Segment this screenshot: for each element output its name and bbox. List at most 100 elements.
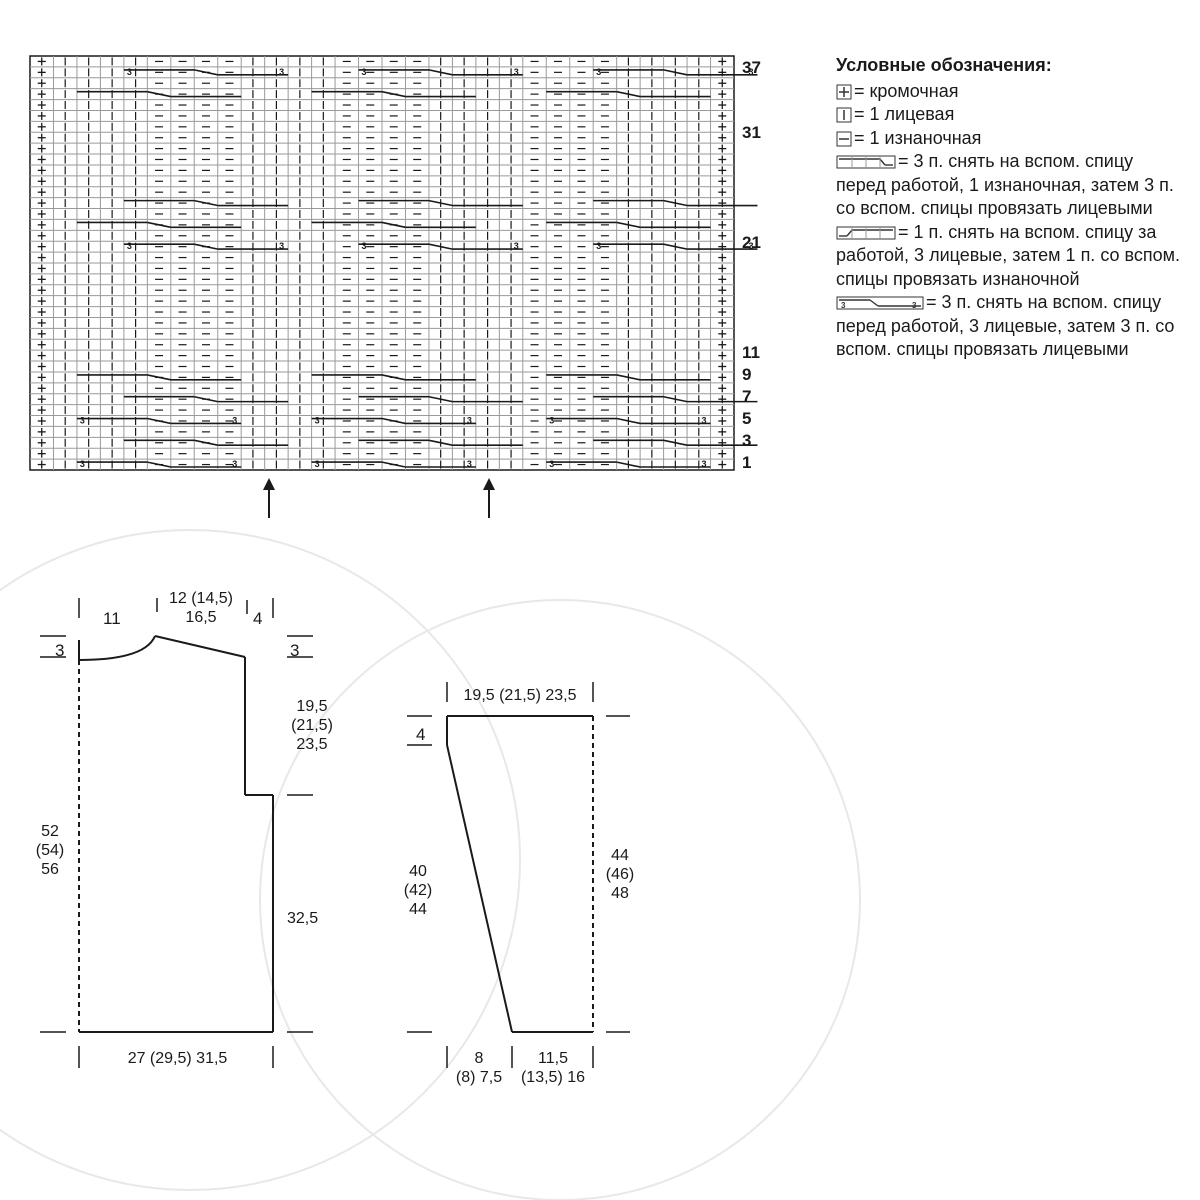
body-neck-drop-right-label: 3: [290, 641, 300, 660]
cable-count-label: 3: [514, 67, 519, 77]
cable-count-label: 3: [127, 241, 132, 251]
cable-line: [428, 199, 453, 207]
legend-item-purl: = 1 изнаночная: [836, 127, 1181, 151]
body-neck-width-1: 12 (14,5): [168, 590, 234, 607]
row-number-3: 3: [742, 431, 752, 450]
legend-text-purl: = 1 изнаночная: [854, 127, 982, 148]
sleeve-inner-length-label: 40 (42) 44: [396, 862, 440, 919]
body-armhole-2: (21,5): [291, 717, 333, 734]
cable-count-label: 3: [467, 415, 472, 425]
sleeve-bottom-left-label: 8 (8) 7,5: [443, 1049, 515, 1087]
legend-item-cable-1-3: = 1 п. снять на вспом. спицу за работой,…: [836, 221, 1181, 292]
sleeve-cap-label: 4: [416, 725, 426, 744]
cable-count-label: 3: [467, 459, 472, 469]
background-circle-right: [259, 599, 861, 1200]
cable-count-label: 3: [702, 415, 707, 425]
svg-text:3: 3: [912, 301, 917, 310]
sleeve-dimension-ticks: [407, 682, 630, 1068]
cable-count-label: 3: [232, 415, 237, 425]
sleeve-bottom-left-2: (8) 7,5: [455, 1069, 503, 1086]
row-number-5: 5: [742, 409, 752, 428]
legend-item-edge: = кромочная: [836, 80, 1181, 104]
svg-text:3: 3: [841, 301, 846, 310]
cable-count-label: 3: [514, 241, 519, 251]
cable-count-label: 3: [232, 459, 237, 469]
cable-count-label: 3: [549, 415, 554, 425]
sleeve-bottom-left-1: 8: [474, 1050, 484, 1067]
cable-line: [616, 461, 641, 468]
cable-line: [194, 69, 218, 76]
cable-count-label: 3: [549, 459, 554, 469]
sleeve-inner-3: 44: [409, 901, 427, 918]
cable-line: [663, 199, 688, 207]
sleeve-inner-1: 40: [409, 863, 427, 880]
cable-line: [194, 243, 218, 250]
legend-text-cable-1-3: = 1 п. снять на вспом. спицу за работой,…: [836, 221, 1181, 289]
cable-line: [147, 417, 171, 425]
sleeve-bottom-right-label: 11,5 (13,5) 16: [510, 1049, 596, 1087]
body-length-2: (54): [35, 842, 65, 859]
body-side-label: 32,5: [287, 910, 319, 927]
row-number-1: 1: [742, 453, 752, 472]
cable-line: [616, 221, 641, 229]
sleeve-outer-1: 44: [611, 847, 629, 864]
cable-line: [147, 221, 171, 229]
row-number-9: 9: [742, 365, 752, 384]
cable-1-3-back-icon: [836, 226, 896, 240]
cable-count-label: 3: [279, 241, 284, 251]
sleeve-outer-length-label: 44 (46) 48: [598, 846, 642, 903]
row-number-11: 11: [742, 343, 760, 362]
body-length-3: 56: [41, 861, 59, 878]
body-length-1: 52: [41, 823, 59, 840]
cable-3-1-front-icon: [836, 155, 896, 169]
cable-line: [194, 395, 218, 403]
sleeve-inner-2: (42): [403, 882, 433, 899]
cable-count-label: 3: [748, 241, 753, 251]
sleeve-bottom-right-1: 11,5: [538, 1050, 568, 1067]
cable-count-label: 3: [127, 67, 132, 77]
cable-line: [381, 221, 406, 229]
cable-count-label: 3: [596, 241, 601, 251]
cable-count-label: 3: [80, 459, 85, 469]
cable-line: [616, 90, 641, 98]
cable-line: [428, 69, 453, 76]
legend-item-knit: = 1 лицевая: [836, 103, 1181, 127]
cable-line: [616, 417, 641, 425]
body-neck-width-2: 16,5: [185, 609, 217, 626]
repeat-arrow-head: [263, 478, 275, 490]
legend-text-cable-3-3: = 3 п. снять на вспом. спицу перед работ…: [836, 292, 1175, 359]
body-width-label: 27 (29,5) 31,5: [127, 1050, 228, 1067]
cable-count-label: 3: [748, 67, 753, 77]
sleeve-top-label: 19,5 (21,5) 23,5: [463, 687, 577, 704]
row-number-31: 31: [742, 123, 761, 142]
row-number-7: 7: [742, 387, 752, 406]
cable-line: [616, 374, 641, 381]
cable-line: [147, 374, 171, 381]
row-number-21: 21: [742, 233, 761, 252]
sleeve-outer-2: (46): [605, 866, 635, 883]
cable-line: [381, 374, 406, 381]
legend-text-edge: = кромочная: [854, 80, 959, 101]
body-armhole-3: 23,5: [296, 736, 328, 753]
cable-line: [147, 90, 171, 98]
sleeve-piece-outline: [446, 715, 594, 1033]
body-neck-drop-left-label: 3: [55, 641, 65, 660]
cable-line: [194, 199, 218, 207]
legend-text-knit: = 1 лицевая: [854, 104, 955, 124]
cable-count-label: 3: [279, 67, 284, 77]
background-circle-left: [0, 529, 521, 1191]
knit-stitch-icon: [836, 107, 852, 123]
repeat-arrow-head: [483, 478, 495, 490]
edge-stitch-icon: [836, 84, 852, 100]
cable-count-label: 3: [362, 67, 367, 77]
cable-line: [663, 69, 688, 76]
row-number-37: 37: [742, 58, 761, 77]
cable-line: [381, 417, 406, 425]
cable-line: [428, 243, 453, 250]
body-length-label: 52 (54) 56: [28, 822, 72, 879]
legend-item-cable-3-1: = 3 п. снять на вспом. спицу перед работ…: [836, 150, 1181, 221]
cable-count-label: 3: [80, 415, 85, 425]
